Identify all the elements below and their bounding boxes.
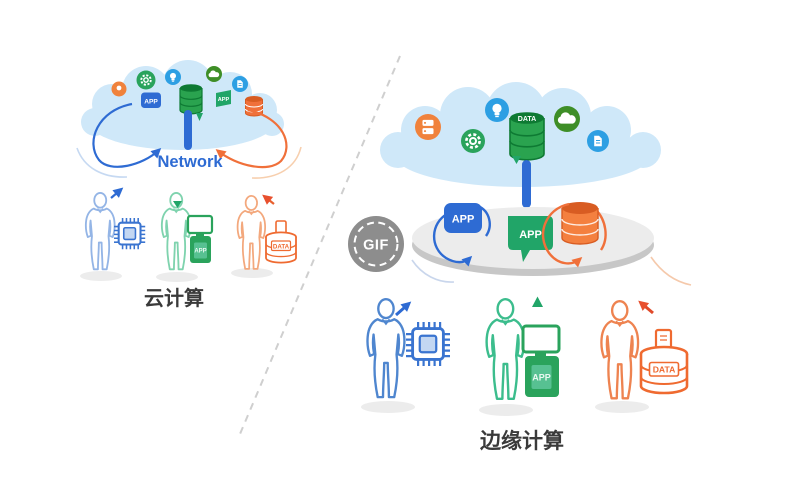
up-left-arrow-icon xyxy=(262,194,275,205)
user-with-data-drum xyxy=(600,300,640,400)
app-badge-label: APP xyxy=(144,99,158,106)
cloud-icon xyxy=(206,66,222,82)
orange-database xyxy=(561,202,599,245)
cloud-computing-title: 云计算 xyxy=(144,286,204,310)
app-terminal: APP xyxy=(186,214,214,263)
left-cloud-computing-section: APP APP xyxy=(76,60,302,310)
app-terminal: APP xyxy=(521,324,561,397)
blue-app-to-network-arrow xyxy=(92,102,162,168)
shadow xyxy=(156,272,198,282)
blue-loop-arrow xyxy=(432,212,473,267)
edge-app-label-blue: APP xyxy=(452,214,475,226)
download-triangle-icon xyxy=(512,156,521,164)
cloud-edge-pipe xyxy=(522,160,531,208)
gif-badge-label: GIF xyxy=(363,238,389,254)
up-triangle-icon xyxy=(532,296,543,307)
app-box-blue: APP xyxy=(444,203,482,233)
up-right-arrow-icon xyxy=(110,187,124,199)
shadow xyxy=(231,268,273,278)
gif-play-badge[interactable]: GIF xyxy=(348,216,404,272)
orange-database-icon xyxy=(245,96,263,117)
user-with-data-drum xyxy=(236,195,266,270)
chip-icon xyxy=(112,216,147,251)
data-drum: DATA xyxy=(639,328,689,395)
user-with-chip xyxy=(84,191,116,271)
database-icon xyxy=(179,84,203,115)
app-flag-green: APP xyxy=(508,216,553,262)
drum-data-label: DATA xyxy=(653,365,676,375)
lightbulb-icon xyxy=(485,98,509,122)
network-label: Network xyxy=(157,153,223,171)
orange-tail-curve xyxy=(650,256,692,286)
terminal-app-label: APP xyxy=(532,373,551,383)
cloud-network-pipe xyxy=(184,110,192,150)
up-right-arrow-icon xyxy=(395,301,412,317)
chip-icon xyxy=(404,320,452,368)
shadow xyxy=(80,271,122,281)
up-left-arrow-icon xyxy=(638,300,654,315)
gif-badge-dashed-ring xyxy=(353,221,399,267)
app-flag-label: APP xyxy=(218,97,230,103)
shadow xyxy=(595,401,649,413)
cloud-data-label: DATA xyxy=(518,116,536,123)
data-database-icon: DATA xyxy=(509,112,545,161)
drum-data-label: DATA xyxy=(273,243,290,250)
shadow xyxy=(361,401,415,413)
data-drum: DATA xyxy=(265,220,297,264)
cloud-icon xyxy=(554,106,580,132)
terminal-app-label: APP xyxy=(194,249,206,255)
blue-tail-curve xyxy=(411,259,455,283)
app-badge: APP xyxy=(141,92,161,108)
orange-data-to-network-arrow xyxy=(215,108,288,169)
orange-loop-arrow xyxy=(541,202,583,268)
section-divider-dashed-line xyxy=(239,55,401,435)
gear-icon xyxy=(136,70,156,90)
storage-server-icon xyxy=(415,114,441,140)
gear-icon xyxy=(461,129,485,153)
blue-tail-curve xyxy=(76,147,128,178)
download-triangle-icon xyxy=(196,113,203,121)
document-icon xyxy=(587,130,609,152)
edge-computing-title: 边缘计算 xyxy=(480,429,564,453)
orange-tail-curve xyxy=(251,146,302,179)
app-flag-icon: APP xyxy=(216,90,231,107)
user-with-app-terminal xyxy=(485,298,526,401)
lightbulb-icon xyxy=(165,69,181,85)
edge-app-label-green: APP xyxy=(519,229,542,241)
orange-dot-icon xyxy=(111,81,127,97)
down-triangle-icon xyxy=(173,201,182,208)
shadow xyxy=(479,404,533,416)
document-icon xyxy=(232,76,248,92)
right-edge-computing-section: DATA APP APP xyxy=(361,82,692,453)
